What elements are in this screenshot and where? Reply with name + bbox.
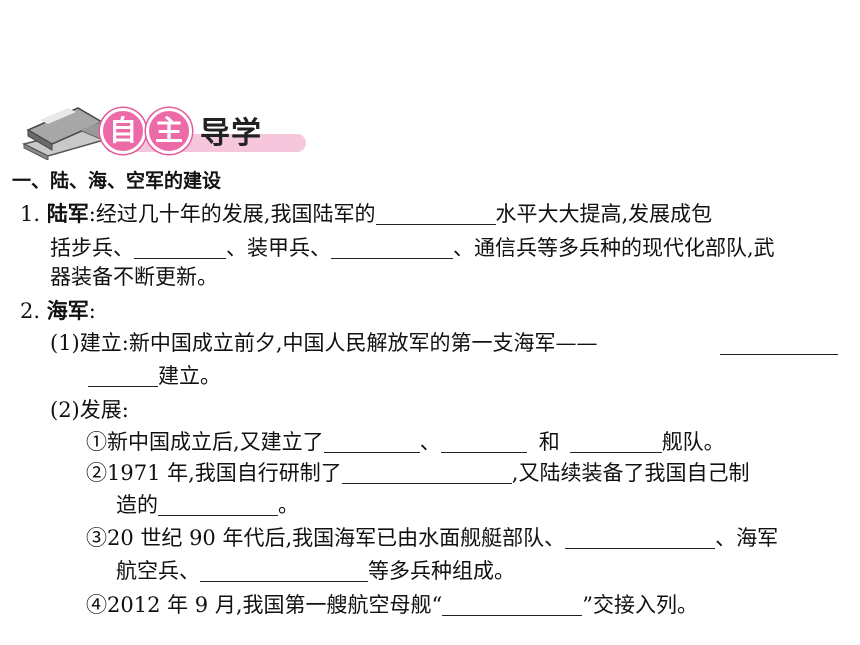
navy-line-1: 2. 海军: xyxy=(20,296,96,326)
text: ④2012 年 9 月,我国第一艘航空母舰“ xyxy=(86,593,443,617)
text: 舰队。 xyxy=(661,430,725,454)
section-heading: 一、陆、海、空军的建设 xyxy=(12,170,222,192)
text: 造的 xyxy=(116,493,158,517)
section-banner: 自 主 导学 xyxy=(12,94,312,164)
text: 建立。 xyxy=(158,364,221,388)
answer-blank[interactable] xyxy=(440,432,527,453)
navy-label: 海军 xyxy=(46,299,89,323)
army-line-3: 器装备不断更新。 xyxy=(50,262,218,292)
text: 、通信兵等多兵种的现代化部队,武 xyxy=(453,236,775,260)
text: 器装备不断更新。 xyxy=(50,265,218,289)
colon: : xyxy=(88,299,96,323)
answer-blank[interactable] xyxy=(375,204,496,225)
banner-char-1: 自 xyxy=(100,108,146,154)
answer-blank[interactable] xyxy=(88,366,158,387)
answer-blank[interactable] xyxy=(323,432,420,453)
navy-item-1: ①新中国成立后,又建立了 、 和 舰队。 xyxy=(86,427,725,457)
navy-item-2-cont: 造的 。 xyxy=(116,490,299,520)
item-number: 2. xyxy=(20,299,41,323)
text: ③20 世纪 90 年代后,我国海军已由水面舰艇部队、 xyxy=(86,526,566,550)
text: ②1971 年,我国自行研制了 xyxy=(86,461,342,485)
army-line-1: 1. 陆军:经过几十年的发展,我国陆军的 水平大大提高,发展成包 xyxy=(20,199,712,229)
text: ,又陆续装备了我国自己制 xyxy=(511,461,750,485)
text: 、 xyxy=(419,430,441,454)
navy-establish-line-2: 建立。 xyxy=(88,361,221,391)
banner-text: 导学 xyxy=(200,116,262,151)
navy-establish-line: (1)建立:新中国成立前夕,中国人民解放军的第一支海军—— xyxy=(50,328,598,358)
answer-blank[interactable] xyxy=(565,528,716,549)
navy-item-4: ④2012 年 9 月,我国第一艘航空母舰“ ”交接入列。 xyxy=(86,590,698,620)
army-label: 陆军 xyxy=(46,202,89,226)
text: 等多兵种组成。 xyxy=(368,559,515,583)
answer-blank[interactable] xyxy=(569,432,662,453)
text: 括步兵、 xyxy=(50,236,134,260)
army-line-2: 括步兵、 、装甲兵、 、通信兵等多兵种的现代化部队,武 xyxy=(50,233,775,263)
answer-blank[interactable] xyxy=(331,238,453,259)
text: 水平大大提高,发展成包 xyxy=(495,202,713,226)
text: (1)建立:新中国成立前夕,中国人民解放军的第一支海军—— xyxy=(50,331,598,355)
navy-develop-heading: (2)发展: xyxy=(50,395,129,425)
text: 、装甲兵、 xyxy=(226,236,331,260)
answer-blank[interactable] xyxy=(158,495,278,516)
text: 经过几十年的发展,我国陆军的 xyxy=(95,202,376,226)
answer-blank[interactable] xyxy=(442,595,583,616)
navy-item-3: ③20 世纪 90 年代后,我国海军已由水面舰艇部队、 、海军 xyxy=(86,523,778,553)
navy-item-3-cont: 航空兵、 等多兵种组成。 xyxy=(116,556,515,586)
text: 、海军 xyxy=(715,526,779,550)
books-icon xyxy=(21,107,107,160)
banner-char-2: 主 xyxy=(146,108,192,154)
text: ①新中国成立后,又建立了 xyxy=(86,430,324,454)
text: 。 xyxy=(278,493,299,517)
answer-blank[interactable] xyxy=(341,463,512,484)
colon: : xyxy=(88,202,96,226)
text: 航空兵、 xyxy=(116,559,200,583)
text: 和 xyxy=(538,430,560,454)
item-number: 1. xyxy=(20,202,41,226)
text: ”交接入列。 xyxy=(582,593,698,617)
navy-item-2: ②1971 年,我国自行研制了 ,又陆续装备了我国自己制 xyxy=(86,458,749,488)
answer-blank[interactable] xyxy=(720,334,838,355)
answer-blank[interactable] xyxy=(200,561,368,582)
answer-blank[interactable] xyxy=(134,238,226,259)
text: (2)发展: xyxy=(50,398,129,422)
